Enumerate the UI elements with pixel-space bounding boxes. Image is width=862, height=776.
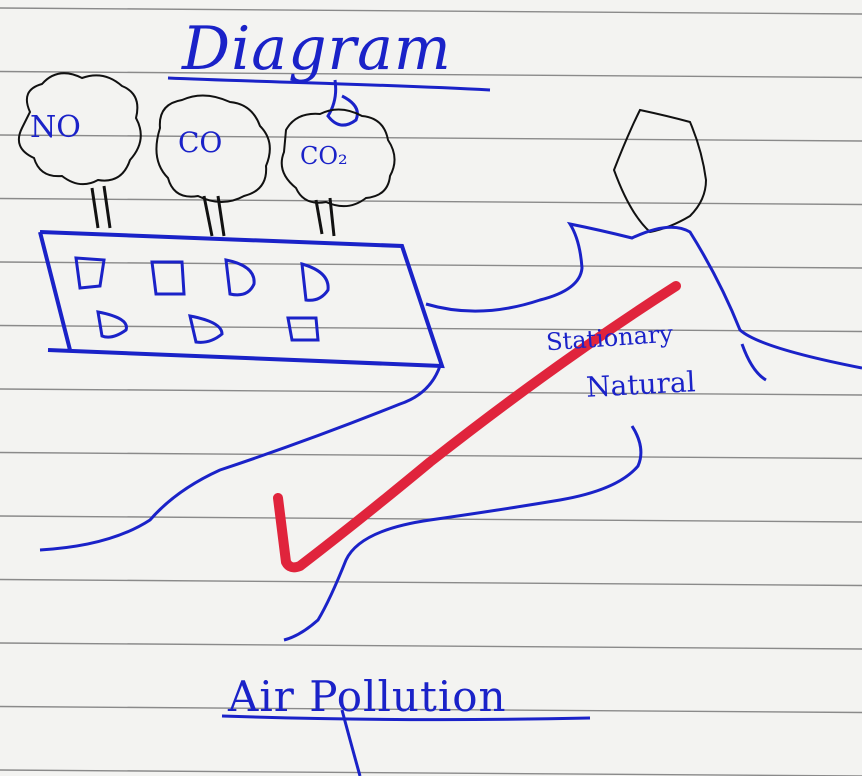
connector-bottom bbox=[340, 709, 362, 776]
volcano-smoke bbox=[612, 108, 708, 234]
title-hook bbox=[326, 79, 359, 127]
ruled-line bbox=[0, 7, 862, 15]
cloud-co2 bbox=[280, 108, 396, 208]
ruled-line bbox=[0, 705, 862, 714]
cloud-no bbox=[18, 72, 142, 186]
gas-label-co: CO bbox=[178, 126, 223, 159]
ruled-line bbox=[0, 578, 862, 587]
cloud-co bbox=[155, 94, 271, 203]
connector-factory bbox=[39, 365, 442, 552]
ruled-line bbox=[0, 261, 862, 269]
ruled-line bbox=[0, 134, 862, 142]
ruled-line bbox=[0, 70, 862, 79]
connector-natural bbox=[283, 425, 643, 642]
source-label-natural: Natural bbox=[585, 365, 697, 404]
ruled-line bbox=[0, 769, 862, 776]
volcano-flank bbox=[740, 343, 767, 382]
gas-label-no: NO bbox=[30, 110, 81, 145]
ruled-line bbox=[0, 642, 862, 650]
gas-label-co2: CO₂ bbox=[300, 142, 348, 170]
ruled-line bbox=[0, 197, 862, 206]
volcano bbox=[425, 221, 862, 370]
result-label-air-pollution: Air Pollution bbox=[228, 672, 507, 721]
smoke-marks bbox=[90, 185, 336, 237]
factory-building bbox=[38, 230, 445, 369]
diagram-title: Diagram bbox=[182, 14, 452, 84]
ruled-line bbox=[0, 388, 862, 396]
title-underline bbox=[167, 76, 491, 92]
check-mark bbox=[273, 281, 681, 573]
result-underline bbox=[221, 714, 591, 722]
factory-windows bbox=[74, 256, 330, 344]
